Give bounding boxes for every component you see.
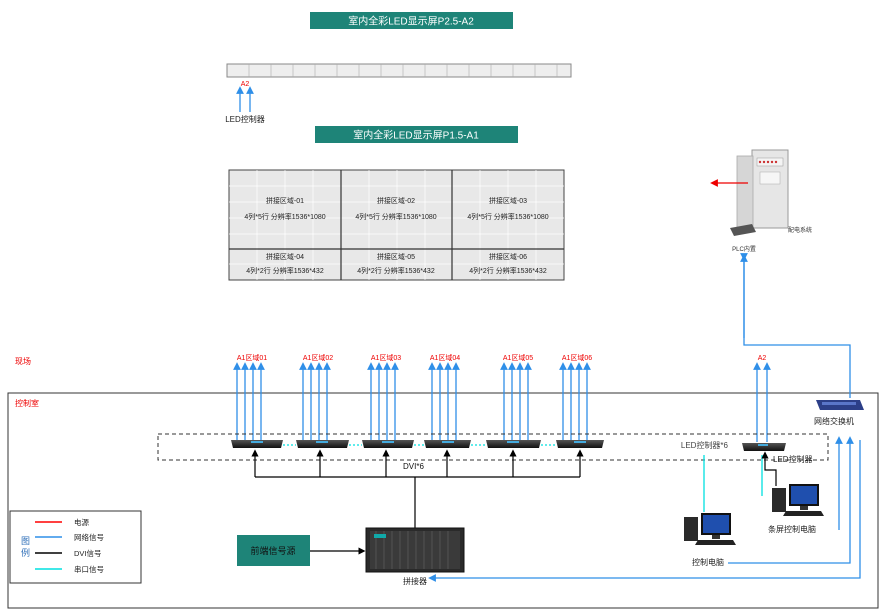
zone-04-spec: 4列*2行 分辨率1536*432: [246, 266, 324, 275]
zone-tag-02: A1区域02: [303, 353, 333, 362]
zone-06-spec: 4列*2行 分辨率1536*432: [469, 266, 547, 275]
front-source-label: 前端信号源: [250, 545, 295, 556]
strip-pc-dvi-line: [761, 451, 777, 486]
control-pc-label: 控制电脑: [692, 557, 724, 567]
zone-04-name: 拼接区域-04: [266, 252, 304, 261]
a2-title: 室内全彩LED显示屏P2.5-A2: [348, 15, 474, 28]
cabinet-label: 配电系统: [788, 226, 812, 234]
zone-tag-05: A1区域05: [503, 353, 533, 362]
control-pc: [684, 513, 736, 545]
a1-zone-grid: [228, 169, 565, 281]
led-controller-5: [486, 440, 541, 448]
legend: 图 例 电源 网络信号 DVI信号 串口信号: [9, 510, 142, 584]
switch-label: 网络交换机: [814, 416, 854, 426]
legend-network-label: 网络信号: [74, 532, 104, 542]
zone-06-name: 拼接区域-06: [489, 252, 527, 261]
controllers-group-label: LED控制器*6: [681, 440, 729, 450]
led-controller-3: [362, 440, 414, 448]
zone-tag-01: A1区域01: [237, 353, 267, 362]
zone-network-lines: [233, 362, 771, 442]
dvi-label: DVI*6: [403, 462, 424, 471]
zone-02-name: 拼接区域-02: [377, 196, 415, 205]
control-room-label: 控制室: [15, 398, 39, 408]
a2-led-strip: [226, 63, 572, 78]
single-controller-label: LED控制器: [773, 454, 813, 464]
led-controller-6: [556, 440, 604, 448]
network-switch: [816, 400, 864, 410]
controllers-group-box: [157, 433, 829, 461]
control-room-frame: [7, 392, 879, 609]
site-label: 现场: [15, 357, 31, 366]
zone-03-spec: 4列*5行 分辨率1536*1080: [467, 212, 548, 221]
zone-tag-04: A1区域04: [430, 353, 460, 362]
strip-controller-label: LED控制器: [225, 114, 265, 124]
dvi-bus: [251, 449, 584, 538]
zone-05-spec: 4列*2行 分辨率1536*432: [357, 266, 435, 275]
splicer-device: [365, 527, 465, 573]
splicer-label: 拼接器: [403, 576, 427, 586]
legend-dvi-label: DVI信号: [74, 548, 102, 558]
zone-01-spec: 4列*5行 分辨率1536*1080: [244, 212, 325, 221]
led-controller-4: [424, 440, 471, 448]
zone-tag-03: A1区域03: [371, 353, 401, 362]
strip-pc-label: 条屏控制电脑: [768, 524, 816, 534]
zone-tag-06: A1区域06: [562, 353, 592, 362]
strip-a2-label: A2: [241, 81, 250, 88]
front-source-box: 前端信号源: [237, 535, 310, 566]
zone-02-spec: 4列*5行 分辨率1536*1080: [355, 212, 436, 221]
plc-device: [730, 224, 756, 236]
power-cabinet: [736, 149, 789, 229]
zone-05-name: 拼接区域-05: [377, 252, 415, 261]
strip-control-pc: [772, 484, 824, 516]
plc-label: PLC内置: [732, 245, 756, 253]
a1-title: 室内全彩LED显示屏P1.5-A1: [353, 129, 479, 142]
a2-title-banner: 室内全彩LED显示屏P2.5-A2: [310, 12, 513, 29]
led-controller-1: [231, 440, 283, 448]
a2-tag: A2: [758, 355, 767, 362]
legend-title-char-2: 例: [21, 547, 30, 558]
zone-01-name: 拼接区域-01: [266, 196, 304, 205]
legend-title-char-1: 图: [21, 536, 30, 546]
legend-power-label: 电源: [74, 517, 89, 527]
pc-serial-lines: [703, 455, 763, 512]
a1-title-banner: 室内全彩LED显示屏P1.5-A1: [315, 126, 518, 143]
single-led-controller: [742, 443, 786, 451]
zone-03-name: 拼接区域-03: [489, 196, 527, 205]
led-controller-2: [296, 440, 349, 448]
legend-serial-label: 串口信号: [74, 564, 104, 574]
